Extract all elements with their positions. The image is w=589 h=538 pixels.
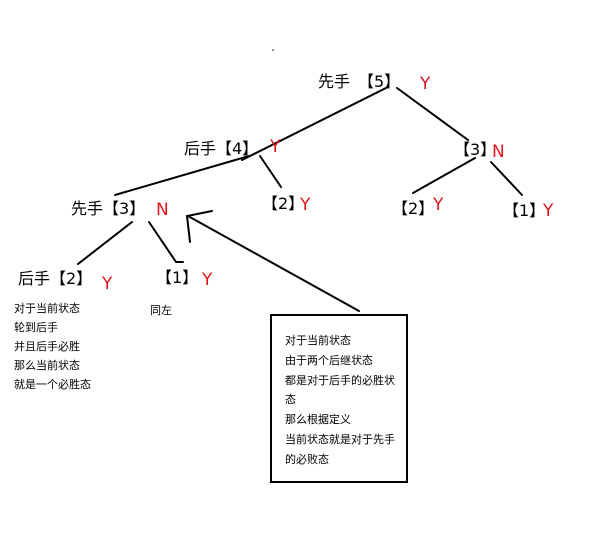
edge-n4-n2m — [259, 155, 282, 188]
node-3-left-mark: N — [156, 200, 169, 220]
edge-n3l-n2l — [77, 221, 133, 265]
box-note-line: 的必败态 — [285, 452, 329, 466]
edge-n4-n3l — [114, 155, 250, 196]
left-note-line: 就是一个必胜态 — [14, 378, 91, 391]
edge-n3r-n2r — [412, 157, 476, 194]
box-note-line: 态 — [285, 393, 296, 407]
box-note-line: 当前状态就是对于先手 — [285, 432, 395, 446]
left-note-line: 对于当前状态 — [14, 302, 80, 315]
box-note-line: 对于当前状态 — [285, 334, 351, 347]
node-1-left-mark: Y — [202, 270, 213, 290]
node-root-mark: Y — [420, 74, 431, 94]
node-1-left-label: 【1】 — [156, 268, 199, 287]
edge-n3r-n1r — [490, 161, 523, 196]
node-2-mid-mark: Y — [300, 195, 311, 215]
arrow-head — [185, 210, 213, 243]
node-root-label: 先手 【5】 — [318, 72, 401, 91]
node-2-right-mark: Y — [433, 195, 444, 215]
node-2-mid-label: 【2】 — [262, 194, 305, 213]
arrow-shaft — [187, 215, 360, 312]
edge-root-n4 — [241, 87, 387, 161]
node-2-left-label: 后手【2】 — [18, 269, 93, 288]
left-note-line: 那么当前状态 — [14, 359, 80, 372]
node-3-right-label: 【3】 — [454, 140, 497, 159]
node-2-right-label: 【2】 — [392, 199, 435, 218]
explanation-box: 对于当前状态 由于两个后继状态 都是对于后手的必胜状 态 那么根据定义 当前状态… — [270, 314, 408, 483]
node-3-right-mark: N — [492, 142, 505, 162]
node-4-label: 后手【4】 — [184, 139, 259, 158]
same-as-left-note: 同左 — [150, 304, 172, 317]
box-note-line: 由于两个后继状态 — [285, 353, 373, 367]
node-4-mark: Y — [270, 137, 281, 157]
edge-root-n3r — [396, 87, 469, 141]
node-3-left-label: 先手【3】 — [71, 199, 146, 218]
node-1-right-label: 【1】 — [503, 201, 546, 220]
node-1-right-mark: Y — [543, 201, 554, 221]
left-note: 对于当前状态 轮到后手 并且后手必胜 那么当前状态 就是一个必胜态 — [14, 299, 91, 394]
edge-n3l-n1l — [148, 221, 177, 263]
left-note-line: 并且后手必胜 — [14, 340, 80, 353]
node-2-left-mark: Y — [102, 274, 113, 294]
box-note-line: 那么根据定义 — [285, 413, 351, 427]
box-note-line: 都是对于后手的必胜状 — [285, 373, 395, 387]
stray-dot — [272, 49, 274, 51]
left-note-line: 轮到后手 — [14, 321, 58, 334]
